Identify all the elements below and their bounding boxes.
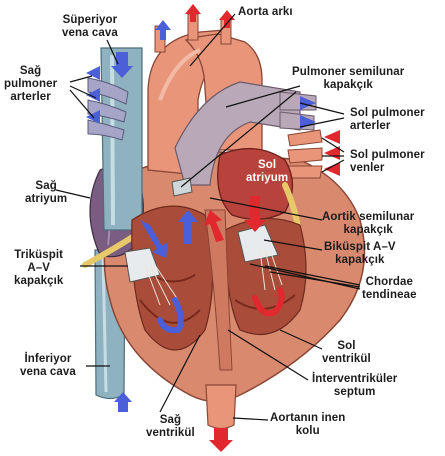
tricuspid-valve-shape bbox=[124, 247, 161, 283]
label-left-ventricle: Sol ventrikül bbox=[322, 340, 371, 365]
label-aortic-semilunar-valve: Aortik semilunar kapakçık bbox=[322, 211, 415, 236]
label-aortic-arch: Aorta arkı bbox=[238, 6, 293, 18]
label-left-pulmonary-veins: Sol pulmoner venler bbox=[350, 149, 425, 174]
deoxygenated-flow-arrows bbox=[86, 20, 316, 412]
label-tricuspid-valve: Triküspit A–V kapakçık bbox=[14, 249, 64, 287]
oxygenated-flow-arrows bbox=[185, 4, 340, 452]
interventricular-septum-wall bbox=[204, 209, 233, 371]
label-interventricular-septum: İnterventriküler septum bbox=[312, 373, 398, 398]
label-descending-aorta: Aortanın inen kolu bbox=[270, 412, 346, 437]
label-right-pulmonary-arteries: Sağ pulmoner arterler bbox=[4, 65, 58, 103]
label-right-atrium: Sağ atriyum bbox=[25, 180, 68, 205]
leader-lines bbox=[55, 13, 361, 421]
label-chordae-tendineae: Chordae tendineae bbox=[362, 276, 417, 301]
label-bicuspid-valve: Biküspit A–V kapakçık bbox=[324, 241, 396, 266]
left-pulmonary-veins-vessels bbox=[287, 129, 323, 179]
chordae-tendineae-strands bbox=[144, 249, 283, 306]
label-pulmonary-semilunar-valve: Pulmoner semilunar kapakçık bbox=[292, 66, 405, 91]
label-superior-vena-cava: Süperiyor vena cava bbox=[62, 14, 118, 39]
label-inferior-vena-cava: İnferiyor vena cava bbox=[20, 353, 76, 378]
descending-aorta-vessel bbox=[205, 384, 237, 430]
label-left-pulmonary-arteries: Sol pulmoner arterler bbox=[350, 107, 425, 132]
label-left-atrium: Sol atriyum bbox=[246, 159, 289, 184]
left-atrium-chamber bbox=[217, 147, 294, 220]
ventricle-flow-curves bbox=[157, 287, 285, 334]
label-right-ventricle: Sağ ventrikül bbox=[146, 414, 195, 439]
